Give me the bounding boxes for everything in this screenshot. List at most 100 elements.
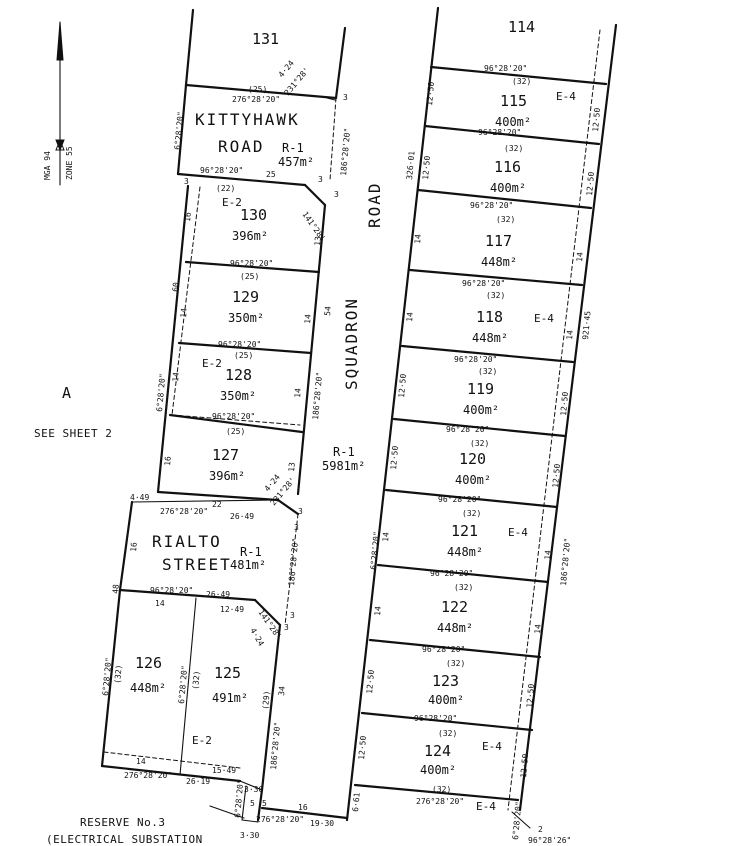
dim-label: 26·49 [230,512,254,521]
bearing-label: 186°28'20" [339,127,352,176]
dim-label: 14 [543,550,553,561]
kittyhawk-road-name-1: KITTYHAWK [195,110,300,129]
bearing-label: 96°28'26" [528,836,571,845]
dim-label: (22) [216,184,235,193]
bearing-label: 186°28'20" [287,537,300,586]
west-block [100,8,347,823]
bearing-label: 276°28'20" [416,797,464,806]
lot-131-label: 131 [252,30,279,48]
dim-label: 14 [155,599,165,608]
dim-label: 16 [129,542,139,553]
dim-label: 16 [298,803,308,812]
dim-label: (32) [496,215,515,224]
lot-123-area: 400m² [428,693,464,707]
bearing-label: 276°28'20" [232,95,280,104]
dim-label: 54 [323,306,333,317]
lot-129-area: 350m² [228,311,264,325]
dim-label: 14 [136,757,146,766]
dim-label: 5 [250,799,255,808]
bearing-label: 96°28'20" [218,340,261,349]
dim-label: (32) [446,659,465,668]
dim-label: 5 [262,799,267,808]
lot-116-number: 116 [494,158,521,176]
lot-121-number: 121 [451,522,478,540]
dim-label: 26·49 [206,590,230,599]
lot-123-number: 123 [432,672,459,690]
bearing-label: 96°28'20" [446,425,489,434]
lot-115-area: 400m² [495,115,531,129]
mga-label: MGA 94 [43,151,52,180]
bearing-label: 186°28'20" [311,371,324,420]
lot-127-number: 127 [212,446,239,464]
dim-label: 14 [565,330,575,341]
lot-a-label: A [62,384,71,402]
dim-label: 14 [413,234,423,245]
bearing-label: 276°28'20" [124,771,172,780]
easement-label: E-2 [192,734,212,747]
east-dimensions: 96°28'20" (32) E-4 12·50 12·50 96°28'20"… [351,64,602,845]
dim-label: 326·01 [405,150,417,180]
dim-label: 4·24 [248,627,266,648]
dim-label: 12·50 [519,753,530,778]
dim-label: (32) [438,729,457,738]
reserve-label-line2: (ELECTRICAL SUBSTATION [46,833,203,846]
dim-label: 16 [163,456,173,467]
dim-label: (32) [462,509,481,518]
dim-label: 12·50 [397,373,408,398]
dim-label: 12·50 [559,391,570,416]
dim-label: 14 [381,532,391,543]
lot-120-area: 400m² [455,473,491,487]
dim-label: 6·61 [351,792,362,812]
dim-label: 22 [212,500,222,509]
dim-label: (32) [454,583,473,592]
reserve-label-line1: RESERVE No.3 [80,816,165,829]
dim-label: (25) [226,427,245,436]
dim-label: (32) [512,77,531,86]
north-arrow: MGA 94 ZONE 55 [43,21,74,186]
lot-126-number: 126 [135,654,162,672]
bearing-label: 6°28'20" [101,657,113,696]
bearing-label: 96°28'20" [212,412,255,421]
bearing-label: 186°28'20" [269,721,282,770]
lot-121-area: 448m² [447,545,483,559]
dim-label: (32) [470,439,489,448]
rialto-street-area: 481m² [230,558,266,572]
lot-122-number: 122 [441,598,468,616]
dim-label: 3 [343,93,348,102]
bearing-label: 96°28'20" [200,166,243,175]
lot-120-number: 120 [459,450,486,468]
lot-124-number: 124 [424,742,451,760]
dim-label: (29) [261,690,272,710]
dim-label: 16 [183,212,193,223]
dim-label: 25 [266,170,276,179]
dim-label: 14 [533,624,543,635]
dim-label: 921·45 [581,310,593,340]
lot-122-area: 448m² [437,621,473,635]
easement-label: E-4 [482,740,502,753]
easement-label: E-4 [508,526,528,539]
lot-124-area: 400m² [420,763,456,777]
lot-125-area: 491m² [212,691,248,705]
dim-label: 13 [313,236,323,247]
dim-label: (32) [113,664,124,684]
dim-label: 14 [303,314,313,325]
easement-label: E-4 [556,90,576,103]
dim-label: 12·50 [365,669,376,694]
dim-label: 12·50 [389,445,400,470]
bearing-label: 96°28'20" [430,569,473,578]
dim-label: (32) [478,367,497,376]
dim-label: 14 [293,388,303,399]
bearing-label: 6°28'20" [369,531,381,570]
lot-128-area: 350m² [220,389,256,403]
bearing-label: 96°28'20" [150,586,193,595]
easement-label: E-2 [222,196,242,209]
bearing-label: 6°28'20" [511,801,523,840]
dim-label: 3 [298,507,303,516]
dim-label: 3·30 [240,831,259,840]
bearing-label: 6°28'20" [177,665,189,704]
lot-118-area: 448m² [472,331,508,345]
dim-label: 12·50 [357,735,368,760]
bearing-label: 96°28'20" [484,64,527,73]
rialto-street-name-2: STREET [162,555,232,574]
bearing-label: 6°28'20" [173,111,185,150]
